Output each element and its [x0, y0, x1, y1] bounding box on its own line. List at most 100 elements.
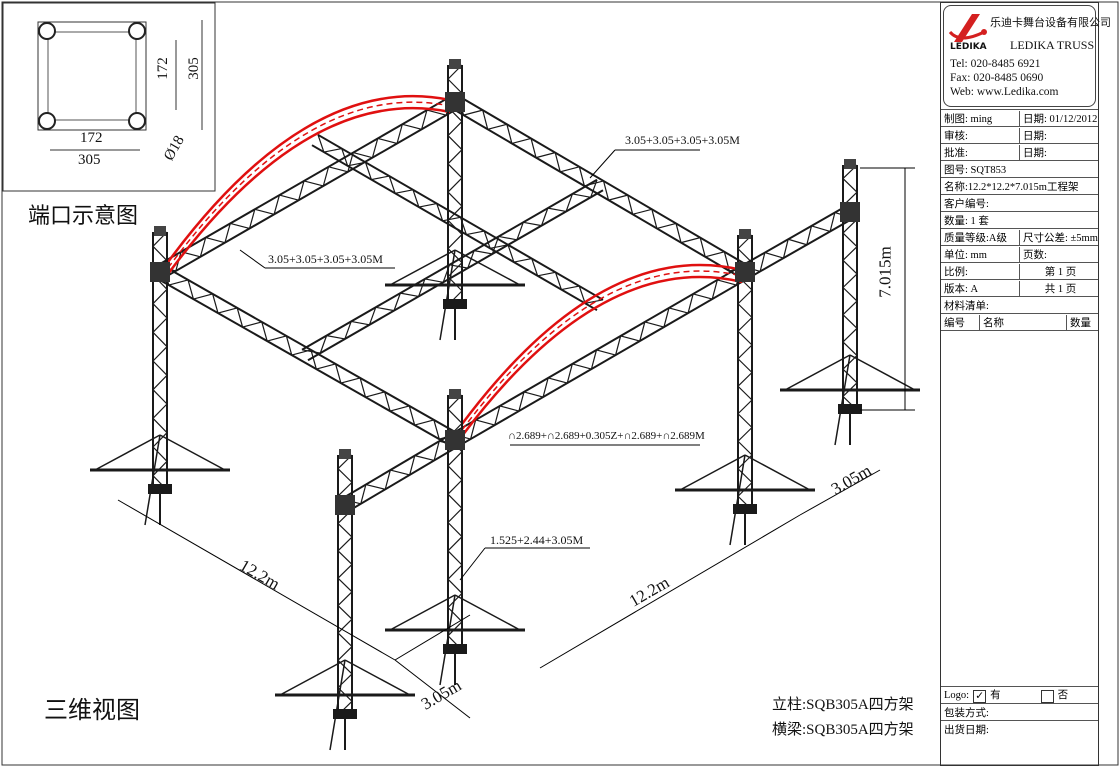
- logo-yes-checkbox[interactable]: ✓: [973, 689, 987, 703]
- col-name: 名称: [979, 314, 1066, 330]
- outrigger: [389, 249, 456, 286]
- roof-beam: [156, 265, 459, 447]
- pages-label: 页数:: [1019, 246, 1098, 262]
- outrigger: [729, 454, 746, 546]
- company-name-cn: 乐迪卡舞台设备有限公司: [990, 17, 1111, 29]
- post-top-sleeve: [339, 449, 351, 459]
- logo-text: LEDIKA: [950, 42, 987, 52]
- scale: 比例:: [944, 266, 968, 278]
- page-number: 第 1 页: [1019, 263, 1098, 279]
- label-post: 1.525+2.44+3.05M: [490, 533, 584, 547]
- port-view-title: 端口示意图: [28, 204, 139, 229]
- version: 版本: A: [944, 283, 979, 295]
- ext-dim-line: [394, 659, 471, 719]
- outrigger: [144, 434, 161, 526]
- corner-block: [150, 262, 170, 282]
- bom-table-body: [941, 330, 1098, 686]
- dim-305-h: 305: [78, 152, 101, 168]
- outrigger: [834, 354, 851, 446]
- dim-305-v: 305: [185, 57, 202, 80]
- outrigger: [389, 594, 456, 631]
- title-block: LEDIKA 乐迪卡舞台设备有限公司 LEDIKA TRUSS Tel: 020…: [940, 2, 1111, 766]
- drawing-number: 图号: SQT853: [944, 164, 1007, 176]
- label-left-beam: 3.05+3.05+3.05+3.05M: [268, 252, 383, 266]
- extension-beam: [741, 205, 854, 279]
- corner-block: [445, 430, 465, 450]
- ext-dim-line: [799, 469, 881, 516]
- post-base: [838, 404, 862, 414]
- outrigger: [744, 454, 811, 491]
- approved: 批准:: [944, 147, 968, 159]
- drawing-name: 名称:12.2*12.2*7.015m工程架: [944, 181, 1079, 193]
- tube-circle: [38, 112, 56, 130]
- post-base: [443, 644, 467, 654]
- drawn-by: 制图: ming: [944, 113, 993, 125]
- dim-height: 7.015m: [875, 246, 895, 298]
- outrigger: [94, 434, 161, 471]
- corner-block: [735, 262, 755, 282]
- view-title: 三维视图: [44, 696, 140, 724]
- width-dim-line: [539, 514, 801, 669]
- width-dim-line: [117, 499, 396, 661]
- date-drawn: 日期: 01/12/2012: [1019, 110, 1098, 126]
- ext-dim-line: [394, 614, 471, 661]
- port-inner: [47, 31, 137, 121]
- logo-yes-label: 有: [990, 690, 1001, 702]
- outrigger: [454, 249, 521, 286]
- truss-post: [842, 164, 858, 411]
- quantity: 数量: 1 套: [944, 215, 989, 227]
- label-top-beam: 3.05+3.05+3.05+3.05M: [625, 133, 740, 147]
- post-top-sleeve: [739, 229, 751, 239]
- post-base: [333, 709, 357, 719]
- unit: 单位: mm: [944, 249, 987, 261]
- col-quantity: 数量: [1066, 314, 1098, 330]
- bom-label: 材料清单:: [944, 300, 989, 312]
- outrigger: [159, 434, 226, 471]
- leader: [459, 547, 486, 581]
- reviewed: 审核:: [944, 130, 968, 142]
- company-web: Web: www.Ledika.com: [950, 86, 1059, 98]
- outrigger: [439, 594, 456, 686]
- outrigger: [784, 354, 851, 391]
- port-view-frame: [2, 2, 216, 192]
- dim-172-h: 172: [80, 130, 103, 146]
- outrigger: [454, 594, 521, 631]
- red-arch-truss: [460, 263, 743, 437]
- date-approved: 日期:: [1019, 144, 1098, 160]
- post-top-sleeve: [449, 389, 461, 399]
- outrigger: [329, 659, 346, 751]
- col-number: 编号: [944, 317, 965, 329]
- outrigger: [679, 454, 746, 491]
- tube-circle: [128, 112, 146, 130]
- tube-circle: [128, 22, 146, 40]
- outrigger: [344, 659, 411, 696]
- material-beam: 横梁:SQB305A四方架: [772, 722, 914, 738]
- port-outline: [37, 21, 147, 131]
- material-post: 立柱:SQB305A四方架: [772, 697, 914, 713]
- corner-block: [335, 495, 355, 515]
- date-reviewed: 日期:: [1019, 127, 1098, 143]
- ship-date: 出货日期:: [944, 724, 989, 736]
- roof-beam: [450, 265, 750, 447]
- logo-label: Logo:: [944, 690, 970, 702]
- corner-block: [445, 92, 465, 112]
- outrigger: [439, 249, 456, 341]
- corner-block: [840, 202, 860, 222]
- leader: [239, 249, 266, 269]
- outrigger: [849, 354, 916, 391]
- company-header: LEDIKA 乐迪卡舞台设备有限公司 LEDIKA TRUSS Tel: 020…: [943, 5, 1111, 107]
- packaging: 包装方式:: [944, 707, 989, 719]
- tolerance: 尺寸公差: ±5mm: [1019, 229, 1098, 245]
- company-tel: Tel: 020-8485 6921: [950, 58, 1041, 70]
- quality-grade: 质量等级:A级: [944, 232, 1007, 244]
- leader: [589, 149, 616, 179]
- post-top-sleeve: [154, 226, 166, 236]
- tube-circle: [38, 22, 56, 40]
- logo-no-label: 否: [1057, 690, 1069, 702]
- logo-no-checkbox[interactable]: [1040, 689, 1054, 703]
- red-arch-truss: [166, 95, 451, 275]
- ledika-logo-icon: [948, 14, 987, 42]
- company-name-en: LEDIKA TRUSS: [1010, 38, 1095, 52]
- page-total: 共 1 页: [1019, 280, 1098, 296]
